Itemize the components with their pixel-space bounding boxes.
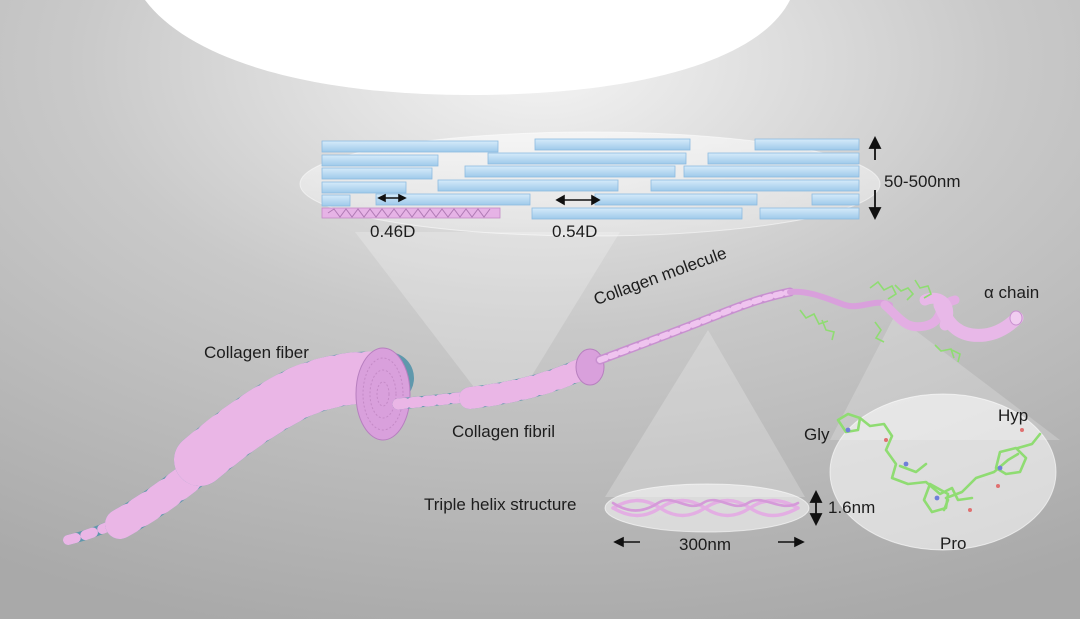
gap-arrow xyxy=(377,193,407,203)
pro-label: Pro xyxy=(940,534,967,553)
collagen-fiber-label: Collagen fiber xyxy=(204,343,309,362)
helix-zoom-cone xyxy=(605,330,805,497)
helix-diameter-label: 1.6nm xyxy=(828,498,876,517)
gly-label: Gly xyxy=(804,425,830,444)
gap-region-label: 0.46D xyxy=(370,222,416,241)
collagen-fibril-label: Collagen fibril xyxy=(452,422,555,441)
amino-acid-structure xyxy=(836,412,1042,514)
triple-helix xyxy=(611,498,800,518)
fibril-zoom-cone xyxy=(355,232,620,395)
fibril-cross-section xyxy=(575,348,605,386)
top-light xyxy=(145,0,790,95)
staggered-molecule-array xyxy=(321,138,860,220)
overlap-arrow xyxy=(555,194,601,206)
fibril-diameter-label: 50-500nm xyxy=(884,172,961,191)
alpha-chain-label: α chain xyxy=(984,283,1040,302)
helix-length-arrows xyxy=(613,536,805,548)
triple-helix-label: Triple helix structure xyxy=(424,495,577,514)
collagen-molecule xyxy=(595,287,1024,365)
side-chain-sticks xyxy=(799,279,961,363)
fiber-cross-section xyxy=(355,347,411,441)
helix-diameter-arrow xyxy=(809,489,823,527)
residue-lens xyxy=(829,393,1057,551)
hyp-label: Hyp xyxy=(998,406,1029,425)
overlap-region-label: 0.54D xyxy=(552,222,598,241)
heteroatoms xyxy=(845,427,1024,512)
helix-length-label: 300nm xyxy=(679,535,731,554)
molecule-bar-helix xyxy=(321,207,501,219)
diameter-arrow xyxy=(868,135,882,221)
